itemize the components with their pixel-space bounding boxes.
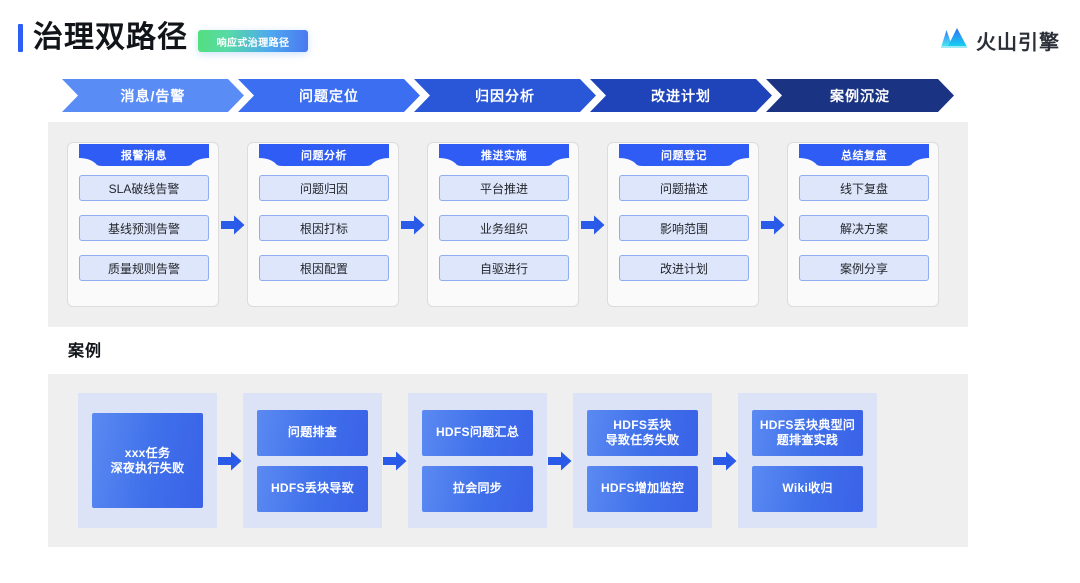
flow-arrow-1 bbox=[219, 215, 247, 235]
flow-card-item[interactable]: 案例分享 bbox=[799, 255, 929, 281]
case-arrow-2 bbox=[382, 451, 408, 471]
flow-card-header: 推进实施 bbox=[439, 144, 569, 166]
flow-card-item[interactable]: 平台推进 bbox=[439, 175, 569, 201]
flow-card-title: 问题登记 bbox=[661, 149, 707, 162]
process-step-2[interactable]: 问题定位 bbox=[238, 79, 420, 112]
process-step-label: 归因分析 bbox=[475, 87, 535, 104]
flow-card-2: 问题分析问题归因根因打标根因配置 bbox=[247, 142, 399, 307]
flow-card-item[interactable]: 质量规则告警 bbox=[79, 255, 209, 281]
process-step-label: 消息/告警 bbox=[120, 87, 186, 104]
brand-logo: 火山引擎 bbox=[941, 26, 1060, 55]
case-column-3: HDFS问题汇总拉会同步 bbox=[408, 393, 547, 528]
process-step-label: 问题定位 bbox=[299, 87, 359, 104]
page-header: 治理双路径 响应式治理路径 火山引擎 bbox=[0, 0, 1080, 72]
flow-card-item[interactable]: 线下复盘 bbox=[799, 175, 929, 201]
process-step-3[interactable]: 归因分析 bbox=[414, 79, 596, 112]
case-box[interactable]: HDFS丢块导致 bbox=[257, 465, 368, 512]
flow-card-item[interactable]: 自驱进行 bbox=[439, 255, 569, 281]
case-box[interactable]: HDFS丢块 导致任务失败 bbox=[587, 409, 698, 456]
flow-arrow-3 bbox=[579, 215, 607, 235]
case-box[interactable]: HDFS问题汇总 bbox=[422, 409, 533, 456]
case-arrow-3 bbox=[547, 451, 573, 471]
title-accent-bar bbox=[18, 24, 23, 52]
case-column-1: xxx任务 深夜执行失败 bbox=[78, 393, 217, 528]
flow-card-item[interactable]: 业务组织 bbox=[439, 215, 569, 241]
case-column-2: 问题排查 HDFS丢块导致 bbox=[243, 393, 382, 528]
case-box[interactable]: Wiki收归 bbox=[752, 465, 863, 512]
flow-arrow-2 bbox=[399, 215, 427, 235]
flow-card-item[interactable]: 根因打标 bbox=[259, 215, 389, 241]
process-step-1[interactable]: 消息/告警 bbox=[62, 79, 244, 112]
flow-card-3: 推进实施平台推进业务组织自驱进行 bbox=[427, 142, 579, 307]
flow-card-item[interactable]: 基线预测告警 bbox=[79, 215, 209, 241]
process-step-5[interactable]: 案例沉淀 bbox=[766, 79, 954, 112]
flow-card-title: 总结复盘 bbox=[841, 149, 887, 162]
case-section-label: 案例 bbox=[68, 343, 103, 360]
flow-card-5: 总结复盘线下复盘解决方案案例分享 bbox=[787, 142, 939, 307]
flow-card-item[interactable]: 根因配置 bbox=[259, 255, 389, 281]
flow-card-item[interactable]: 问题描述 bbox=[619, 175, 749, 201]
case-box[interactable]: 拉会同步 bbox=[422, 465, 533, 512]
flow-card-title: 问题分析 bbox=[301, 149, 347, 162]
flow-card-item[interactable]: SLA破线告警 bbox=[79, 175, 209, 201]
flow-card-header: 总结复盘 bbox=[799, 144, 929, 166]
flow-card-header: 问题分析 bbox=[259, 144, 389, 166]
flow-card-title: 报警消息 bbox=[121, 149, 167, 162]
process-step-label: 案例沉淀 bbox=[830, 87, 890, 104]
volcano-mountain-icon bbox=[941, 27, 967, 54]
case-arrow-1 bbox=[217, 451, 243, 471]
flow-card-item[interactable]: 改进计划 bbox=[619, 255, 749, 281]
flow-card-item[interactable]: 解决方案 bbox=[799, 215, 929, 241]
flow-card-item[interactable]: 影响范围 bbox=[619, 215, 749, 241]
case-column-4: HDFS丢块 导致任务失败 HDFS增加监控 bbox=[573, 393, 712, 528]
flow-card-header: 问题登记 bbox=[619, 144, 749, 166]
page-title: 治理双路径 bbox=[33, 21, 188, 54]
flow-card-items: 问题描述影响范围改进计划 bbox=[619, 175, 749, 281]
title-badge: 响应式治理路径 bbox=[198, 30, 308, 52]
process-step-4[interactable]: 改进计划 bbox=[590, 79, 772, 112]
flow-arrow-4 bbox=[759, 215, 787, 235]
flow-card-item[interactable]: 问题归因 bbox=[259, 175, 389, 201]
flow-card-items: 平台推进业务组织自驱进行 bbox=[439, 175, 569, 281]
flow-card-items: SLA破线告警基线预测告警质量规则告警 bbox=[79, 175, 209, 281]
flow-card-items: 线下复盘解决方案案例分享 bbox=[799, 175, 929, 281]
case-column-5: HDFS丢块典型问 题排查实践 Wiki收归 bbox=[738, 393, 877, 528]
case-box[interactable]: HDFS丢块典型问 题排查实践 bbox=[752, 409, 863, 456]
case-arrow-4 bbox=[712, 451, 738, 471]
case-box[interactable]: HDFS增加监控 bbox=[587, 465, 698, 512]
flow-card-header: 报警消息 bbox=[79, 144, 209, 166]
flow-card-items: 问题归因根因打标根因配置 bbox=[259, 175, 389, 281]
case-box[interactable]: 问题排查 bbox=[257, 409, 368, 456]
case-box[interactable]: xxx任务 深夜执行失败 bbox=[92, 413, 203, 508]
flow-card-1: 报警消息 SLA破线告警基线预测告警质量规则告警 bbox=[67, 142, 219, 307]
process-step-ribbon: 消息/告警 问题定位 归因分析 改进计划 案例沉淀 bbox=[62, 79, 962, 112]
flow-card-title: 推进实施 bbox=[481, 149, 527, 162]
process-step-label: 改进计划 bbox=[651, 87, 711, 104]
brand-name: 火山引擎 bbox=[976, 32, 1060, 54]
flow-card-4: 问题登记问题描述影响范围改进计划 bbox=[607, 142, 759, 307]
